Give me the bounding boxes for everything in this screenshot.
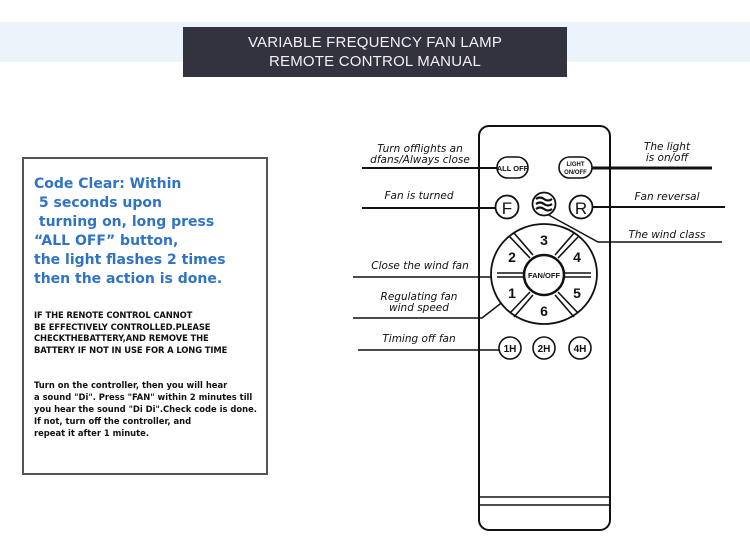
fan-button[interactable]: F bbox=[494, 194, 520, 220]
wind-class-button[interactable] bbox=[531, 191, 557, 217]
label-fan-turned: Fan is turned bbox=[384, 190, 453, 202]
pairing-instructions-text: Turn on the controller, then you will he… bbox=[34, 380, 257, 438]
reverse-label: R bbox=[575, 199, 587, 218]
battery-warning-text: IF THE RENOTE CONTROL CANNOT BE EFFECTIV… bbox=[34, 310, 228, 355]
label-fan-reversal: Fan reversal bbox=[634, 191, 699, 203]
timer-4h-label: 4H bbox=[574, 344, 587, 355]
light-label-2: ON/OFF bbox=[564, 170, 587, 176]
speed-5-label: 5 bbox=[573, 285, 581, 301]
page-title: VARIABLE FREQUENCY FAN LAMP REMOTE CONTR… bbox=[183, 27, 567, 77]
label-light-2: is on/off bbox=[646, 152, 690, 164]
label-all-off-2: dfans/Always close bbox=[370, 154, 470, 166]
label-wind-class: The wind class bbox=[628, 229, 706, 241]
timer-4h-button[interactable]: 4H bbox=[568, 336, 592, 360]
reverse-button[interactable]: R bbox=[568, 194, 594, 220]
title-line-2: REMOTE CONTROL MANUAL bbox=[269, 53, 481, 70]
speed-6-button[interactable]: 6 bbox=[540, 303, 548, 319]
fan-off-button[interactable]: FAN/OFF bbox=[522, 253, 566, 297]
code-clear-text: Code Clear: Within 5 seconds upon turnin… bbox=[34, 176, 226, 287]
timer-2h-label: 2H bbox=[538, 344, 551, 355]
speed-1-button[interactable]: 1 bbox=[508, 285, 516, 301]
speed-6-label: 6 bbox=[540, 303, 548, 319]
info-box: Code Clear: Within 5 seconds upon turnin… bbox=[22, 157, 268, 475]
remote-body bbox=[478, 125, 611, 531]
label-light-1: The light bbox=[644, 141, 691, 153]
light-on-off-button[interactable]: LIGHT ON/OFF bbox=[558, 156, 593, 179]
speed-4-label: 4 bbox=[573, 249, 581, 265]
label-close-wind-fan: Close the wind fan bbox=[371, 260, 468, 272]
speed-2-button[interactable]: 2 bbox=[508, 249, 516, 265]
fan-label: F bbox=[502, 199, 512, 218]
wind-icon bbox=[535, 196, 553, 212]
timer-2h-button[interactable]: 2H bbox=[532, 336, 556, 360]
timer-1h-button[interactable]: 1H bbox=[498, 336, 522, 360]
label-timing-off: Timing off fan bbox=[382, 333, 455, 345]
title-line-1: VARIABLE FREQUENCY FAN LAMP bbox=[247, 34, 503, 51]
speed-3-button[interactable]: 3 bbox=[540, 232, 548, 248]
speed-2-label: 2 bbox=[508, 249, 516, 265]
speed-5-button[interactable]: 5 bbox=[573, 285, 581, 301]
label-regulating-2: wind speed bbox=[389, 302, 449, 314]
all-off-button[interactable]: ALL OFF bbox=[496, 156, 529, 179]
label-all-off-1: Turn offlights an bbox=[377, 143, 463, 155]
light-label-1: LIGHT bbox=[567, 162, 585, 168]
timer-1h-label: 1H bbox=[504, 344, 517, 355]
fan-off-label: FAN/OFF bbox=[528, 271, 560, 280]
label-regulating-1: Regulating fan bbox=[381, 291, 458, 303]
speed-3-label: 3 bbox=[540, 232, 548, 248]
speed-1-label: 1 bbox=[508, 285, 516, 301]
leader-lines bbox=[353, 166, 725, 351]
all-off-label: ALL OFF bbox=[497, 164, 529, 173]
speed-4-button[interactable]: 4 bbox=[573, 249, 581, 265]
